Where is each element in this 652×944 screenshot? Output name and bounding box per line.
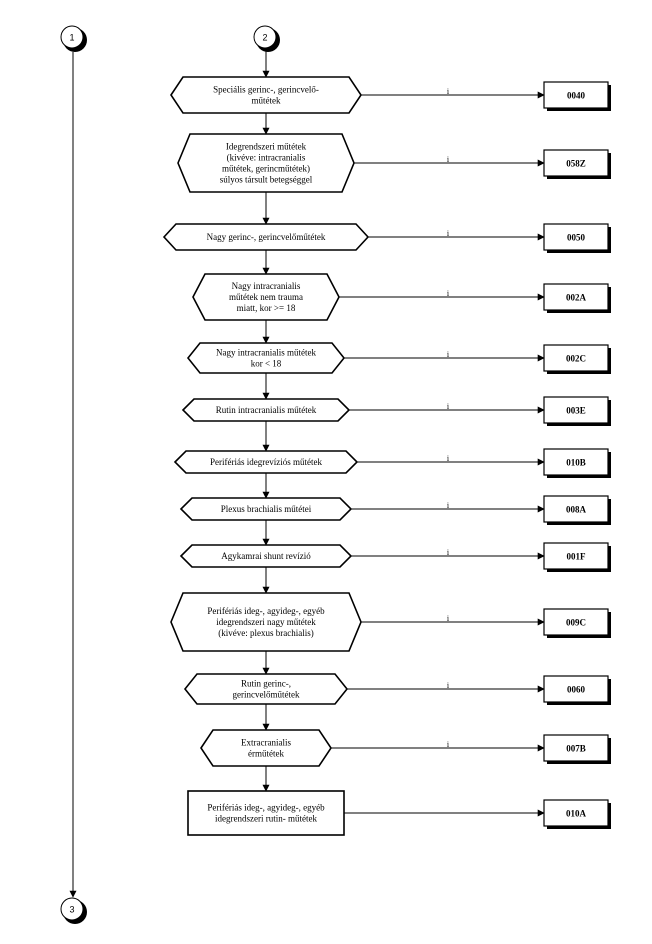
decision-node: Idegrendszeri műtétek(kivéve: intracrani… (177, 133, 611, 193)
flow-nodes: Speciális gerinc-, gerincvelő-műtétek i 00… (162, 50, 611, 836)
branch-label: i (447, 454, 450, 463)
node-label-line: Perifériás ideg-, agyideg-, egyéb (207, 606, 325, 616)
connector-1-label: 1 (69, 33, 74, 43)
code-box: 003E (543, 396, 611, 426)
code-box: 0060 (543, 675, 611, 705)
node-label-line: Agykamrai shunt revízió (221, 551, 311, 561)
decision-node: Perifériás idegrevíziós műtétek i 010B (173, 448, 611, 478)
code-box: 010A (543, 799, 611, 829)
code-label: 0040 (567, 91, 586, 101)
code-box: 009C (543, 608, 611, 638)
branch-label: i (447, 289, 450, 298)
branch-label: i (447, 87, 450, 96)
code-label: 058Z (566, 159, 586, 169)
code-box: 007B (543, 734, 611, 764)
branch-label: i (447, 740, 450, 749)
code-box: 0050 (543, 223, 611, 253)
decision-node: Agykamrai shunt revízió i 001F (179, 542, 611, 572)
node-label-line: Idegrendszeri műtétek (226, 142, 307, 152)
branch-label: i (447, 681, 450, 690)
decision-node: Rutin intracranialis műtétek i 003E (181, 396, 611, 426)
node-label-line: műtétek, gerincműtétek) (222, 164, 310, 174)
branch-label: i (447, 614, 450, 623)
node-label-line: gerincvelőműtétek (233, 690, 300, 700)
code-label: 001F (567, 552, 587, 562)
code-label: 010A (566, 809, 587, 819)
node-label-line: miatt, kor >= 18 (237, 303, 296, 313)
branch-label: i (447, 548, 450, 557)
connector-1: 1 (60, 25, 87, 52)
branch-label: i (447, 155, 450, 164)
branch-label: i (447, 350, 450, 359)
node-label-line: Speciális gerinc-, gerincvelő- (213, 85, 319, 95)
connector-2-label: 2 (262, 33, 267, 43)
code-label: 008A (566, 505, 587, 515)
code-label: 002C (566, 354, 586, 364)
node-label-line: Extracranialis (241, 738, 291, 748)
node-label-line: (kivéve: plexus brachialis) (218, 628, 313, 638)
code-label: 0050 (567, 233, 586, 243)
node-label-line: érműtétek (248, 749, 284, 759)
decision-node: Speciális gerinc-, gerincvelő-műtétek i 00… (170, 76, 611, 114)
code-box: 002A (543, 283, 611, 313)
node-label-line: (kivéve: intracranialis (227, 153, 306, 163)
decision-node: Perifériás ideg-, agyideg-, egyébidegren… (170, 592, 611, 652)
connector-3-label: 3 (69, 905, 74, 915)
node-label-line: Nagy intracranialis műtétek (216, 348, 316, 358)
branch-label: i (447, 402, 450, 411)
code-label: 010B (566, 458, 586, 468)
connector-3: 3 (60, 897, 87, 924)
code-box: 008A (543, 495, 611, 525)
code-box: 001F (543, 542, 611, 572)
node-label-line: idegrendszeri nagy műtétek (216, 617, 316, 627)
node-label-line: kor < 18 (251, 359, 282, 369)
code-box: 002C (543, 344, 611, 374)
code-label: 003E (566, 406, 586, 416)
node-label-line: Nagy gerinc-, gerincvelőműtétek (207, 232, 326, 242)
code-label: 009C (566, 618, 586, 628)
node-label-line: Rutin intracranialis műtétek (216, 405, 317, 415)
node-label-line: Rutin gerinc-, (241, 679, 291, 689)
code-box: 058Z (543, 149, 611, 179)
node-label-line: Nagy intracranialis (232, 281, 301, 291)
decision-node: Nagy gerinc-, gerincvelőműtétek i 0050 (162, 223, 611, 253)
code-label: 002A (566, 293, 587, 303)
connector-2: 2 (253, 25, 280, 52)
branch-label: i (447, 501, 450, 510)
decision-node: Rutin gerinc-,gerincvelőműtétek i 0060 (183, 673, 611, 705)
node-label-line: idegrendszeri rutin- műtétek (215, 814, 317, 824)
code-box: 0040 (543, 81, 611, 111)
code-label: 007B (566, 744, 586, 754)
node-label-line: Plexus brachialis műtétei (221, 504, 312, 514)
code-box: 010B (543, 448, 611, 478)
node-label-line: műtétek (252, 96, 281, 106)
node-label-line: Perifériás idegrevíziós műtétek (210, 457, 322, 467)
code-label: 0060 (567, 685, 586, 695)
node-label-line: súlyos társult betegséggel (220, 175, 313, 185)
node-label-line: műtétek nem trauma (229, 292, 303, 302)
decision-node: Perifériás ideg-, agyideg-, egyébidegren… (187, 790, 611, 836)
branch-label: i (447, 229, 450, 238)
process-box (187, 790, 345, 836)
node-label-line: Perifériás ideg-, agyideg-, egyéb (207, 803, 325, 813)
decision-node: Plexus brachialis műtétei i 008A (179, 495, 611, 525)
